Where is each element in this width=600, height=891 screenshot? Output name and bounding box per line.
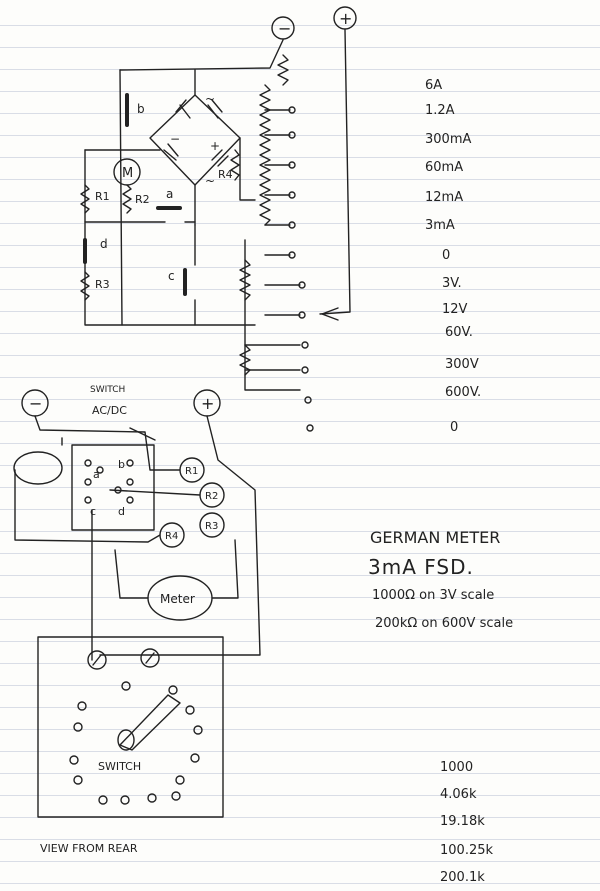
- range-300ma: 300mA: [425, 132, 472, 147]
- wiring-contact-d: d: [118, 505, 125, 518]
- wire-left-outer: [84, 149, 123, 326]
- diode-3: [163, 143, 179, 161]
- schematic-minus-sign: −: [278, 19, 291, 38]
- range-zero-1: 0: [442, 248, 451, 263]
- resistor-r2: [122, 184, 132, 214]
- wire-mid-2: [99, 415, 261, 656]
- value-4-06k: 4.06k: [440, 787, 477, 802]
- ladder-resistor-top: [277, 54, 289, 86]
- wiring-r2: R2: [205, 491, 218, 502]
- wiring-r3: R3: [205, 521, 218, 532]
- wire-plus-lead: [319, 29, 351, 315]
- wire-top: [119, 39, 284, 71]
- bridge-minus: −: [170, 132, 180, 146]
- rotary-knob-pointer: [119, 694, 181, 751]
- rotary-knob-hub: [117, 729, 135, 751]
- range-contacts: [288, 106, 314, 432]
- wiring-contact-c: c: [90, 505, 96, 518]
- screw-right: [140, 648, 160, 668]
- wiring-plus-sign: +: [201, 394, 214, 413]
- schematic-contact-a: a: [166, 187, 173, 201]
- note-fsd: 3mA FSD.: [368, 555, 474, 579]
- range-zero-2: 0: [450, 420, 459, 435]
- range-3ma: 3mA: [425, 218, 455, 233]
- range-1-2a: 1.2A: [425, 103, 455, 118]
- switch-acdc: AC/DC: [92, 404, 127, 417]
- wire-mid-5: [109, 489, 201, 496]
- resistor-r4: [230, 149, 240, 181]
- rear-switch-label: SWITCH: [98, 760, 141, 773]
- schematic-r1: R1: [95, 190, 110, 203]
- diode-4: [211, 149, 229, 167]
- schematic-contact-b: b: [137, 102, 145, 116]
- wiring-contact-a: a: [93, 468, 100, 481]
- rear-switch-panel: [37, 636, 224, 818]
- bridge-ac-bottom: ~: [205, 174, 215, 188]
- wiring-minus-sign: −: [29, 394, 42, 413]
- switch-contact-dots: [84, 459, 134, 504]
- range-3v: 3V.: [442, 276, 462, 291]
- wiring-meter-label: Meter: [160, 592, 195, 606]
- range-12v: 12V: [442, 302, 468, 317]
- bridge-ac-top: ~: [205, 92, 215, 106]
- r3-circle: [199, 512, 225, 538]
- ac-source: [13, 451, 63, 485]
- screw-left: [87, 650, 107, 670]
- schematic-r4: R4: [218, 168, 233, 181]
- plus-terminal-top: [333, 6, 357, 30]
- range-6a: 6A: [425, 78, 443, 93]
- ac-dc-switch-body: [71, 444, 155, 531]
- schematic-r2: R2: [135, 193, 150, 206]
- rear-view-caption: VIEW FROM REAR: [40, 842, 138, 855]
- diode-1: [175, 99, 191, 119]
- wire-mid-7: [211, 539, 239, 599]
- schematic-r3: R3: [95, 278, 110, 291]
- schematic-contact-c: c: [168, 269, 175, 283]
- wiring-contact-b: b: [118, 458, 125, 471]
- screw-slots: [92, 652, 155, 666]
- value-200-1k: 200.1k: [440, 870, 485, 885]
- selector-arrow: [321, 307, 339, 321]
- schematic-plus-sign: +: [339, 9, 352, 28]
- wiring-r1: R1: [185, 466, 198, 477]
- range-600v: 600V.: [445, 385, 482, 400]
- range-60v: 60V.: [445, 325, 473, 340]
- minus-terminal-top: [271, 16, 295, 40]
- ladder-resistor-v1: [239, 259, 251, 301]
- bridge-plus: +: [210, 139, 220, 153]
- value-100-25k: 100.25k: [440, 843, 494, 858]
- wire-mid-8: [61, 427, 156, 446]
- ladder-taps: [244, 109, 301, 371]
- resistor-r3: [80, 271, 90, 301]
- range-12ma: 12mA: [425, 190, 464, 205]
- note-600v-scale: 200kΩ on 600V scale: [375, 616, 514, 631]
- schematic-contact-d: d: [100, 237, 108, 251]
- resistor-r1: [80, 184, 90, 214]
- note-3v-scale: 1000Ω on 3V scale: [372, 588, 495, 603]
- value-19-18k: 19.18k: [440, 814, 485, 829]
- range-300v: 300V: [445, 357, 479, 372]
- wire-r4: [239, 137, 256, 201]
- wire-mid-6: [114, 549, 149, 599]
- diode-2: [207, 99, 223, 119]
- wire-mid-3: [14, 469, 161, 543]
- rear-contact-dots: [69, 681, 203, 805]
- ladder-voltage-rail: [244, 239, 301, 391]
- range-60ma: 60mA: [425, 160, 464, 175]
- note-german-meter: GERMAN METER: [370, 528, 501, 547]
- wiring-r4: R4: [165, 531, 178, 542]
- value-1000: 1000: [440, 760, 474, 775]
- schematic-meter-label: M: [122, 166, 133, 181]
- ladder-resistors-current: [259, 84, 271, 226]
- wire-mid-1: [34, 415, 181, 471]
- switch-title: SWITCH: [90, 385, 125, 395]
